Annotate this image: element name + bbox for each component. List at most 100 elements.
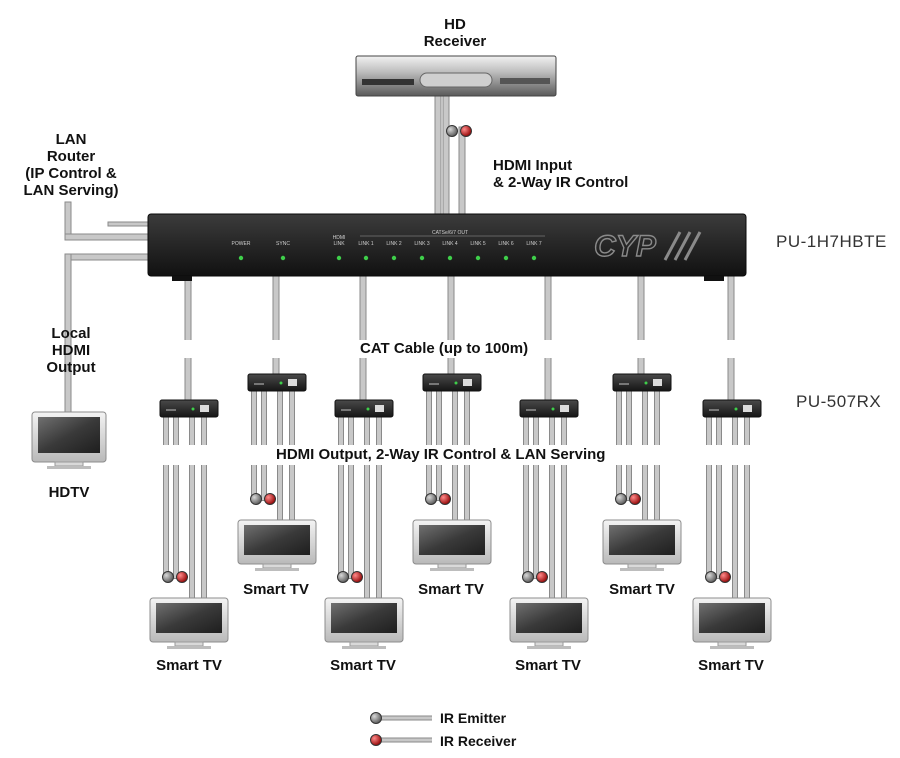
legend-ir-receiver-icon xyxy=(370,734,382,746)
tv-base xyxy=(527,646,571,649)
receiver-device-5 xyxy=(519,399,579,418)
panel-led-3 xyxy=(336,255,342,261)
receiver-led xyxy=(644,381,648,385)
receiver-label-mark xyxy=(429,383,439,385)
hdmi-input-label: HDMI Input & 2-Way IR Control xyxy=(493,157,629,191)
hdmi-output-band-label: HDMI Output, 2-Way IR Control & LAN Serv… xyxy=(272,446,610,463)
legend xyxy=(370,712,432,746)
smart-tv-label-5: Smart TV xyxy=(515,657,581,674)
tv-base xyxy=(710,646,754,649)
tv-stand xyxy=(437,563,467,569)
receiver-device-4 xyxy=(422,373,482,392)
panel-link-label-6: LINK 6 xyxy=(498,241,514,247)
logo-slash-3 xyxy=(683,231,702,261)
tv-base xyxy=(430,568,474,571)
receiver-body xyxy=(247,373,307,392)
receiver-label-mark xyxy=(526,409,536,411)
receiver-body xyxy=(334,399,394,418)
hd-receiver-slot xyxy=(362,79,414,85)
panel-led-5 xyxy=(391,255,397,261)
receiver-led xyxy=(734,407,738,411)
tv-stand xyxy=(54,461,84,467)
receiver-device-1 xyxy=(159,399,219,418)
tv-stand xyxy=(717,641,747,647)
transmitter-body xyxy=(147,213,747,277)
hd-receiver-buttons xyxy=(500,78,550,84)
tv-screen xyxy=(244,525,310,555)
tv-screen xyxy=(516,603,582,633)
rj45-port xyxy=(463,379,472,386)
panel-link-label-3: LINK 3 xyxy=(414,241,430,247)
transmitter-model-label: PU-1H7HBTE xyxy=(776,232,887,251)
panel-led-1 xyxy=(238,255,244,261)
tv-screen xyxy=(331,603,397,633)
smart-tv-label-2: Smart TV xyxy=(243,581,309,598)
receiver-device-7 xyxy=(702,399,762,418)
smart-tv-label-1: Smart TV xyxy=(156,657,222,674)
panel-led-6 xyxy=(419,255,425,261)
panel-link-label-4: LINK 4 xyxy=(442,241,458,247)
ir-emitter-4 xyxy=(425,493,437,505)
receiver-body xyxy=(612,373,672,392)
panel-link-label-7: LINK 7 xyxy=(526,241,542,247)
tv-screen xyxy=(699,603,765,633)
receiver-led xyxy=(191,407,195,411)
receiver-body xyxy=(422,373,482,392)
ir-receiver-6 xyxy=(629,493,641,505)
smart-tv-label-6: Smart TV xyxy=(609,581,675,598)
receiver-label-mark xyxy=(619,383,629,385)
receiver-label-mark xyxy=(254,383,264,385)
rj45-port xyxy=(288,379,297,386)
hd-receiver-device xyxy=(355,55,557,97)
receiver-led xyxy=(454,381,458,385)
ir-receiver-3 xyxy=(351,571,363,583)
smart-tv-label-3: Smart TV xyxy=(330,657,396,674)
tv-base xyxy=(255,568,299,571)
rj45-port xyxy=(560,405,569,412)
receiver-label-mark xyxy=(341,409,351,411)
local-hdmi-output-label: Local HDMI Output xyxy=(46,325,96,376)
receiver-device-6 xyxy=(612,373,672,392)
transmitter-foot-left xyxy=(172,276,192,281)
panel-led-10 xyxy=(531,255,537,261)
panel-link-label-2: LINK 2 xyxy=(386,241,402,247)
tv-screen xyxy=(609,525,675,555)
ir-emitter-1 xyxy=(162,571,174,583)
receiver-body xyxy=(519,399,579,418)
legend-ir-emitter-icon xyxy=(370,712,382,724)
panel-led-7 xyxy=(447,255,453,261)
logo-slash-1 xyxy=(663,231,682,261)
ir-receiver-1 xyxy=(176,571,188,583)
panel-led-9 xyxy=(503,255,509,261)
rj45-port xyxy=(743,405,752,412)
hd-receiver-label: HD Receiver xyxy=(423,16,487,50)
tv-base xyxy=(342,646,386,649)
ir-emitter-7 xyxy=(705,571,717,583)
receiver-body xyxy=(159,399,219,418)
tv-stand xyxy=(349,641,379,647)
tv-stand xyxy=(174,641,204,647)
tv-screen xyxy=(419,525,485,555)
lan-router-label: LAN Router (IP Control & LAN Serving) xyxy=(23,131,119,199)
hd-receiver-display xyxy=(419,72,493,88)
receiver-model-label: PU-507RX xyxy=(796,392,882,411)
receiver-body xyxy=(702,399,762,418)
ir-receiver-2 xyxy=(264,493,276,505)
panel-led-2 xyxy=(280,255,286,261)
ir-emitter-6 xyxy=(615,493,627,505)
tv-screen xyxy=(38,417,100,453)
ir-receiver-hd-receiver xyxy=(460,125,472,137)
smart-tv-5 xyxy=(509,597,589,649)
ir-receiver-4 xyxy=(439,493,451,505)
rj45-port xyxy=(653,379,662,386)
receiver-led xyxy=(366,407,370,411)
tv-screen xyxy=(156,603,222,633)
smart-tv-6 xyxy=(602,519,682,571)
ir-emitter-3 xyxy=(337,571,349,583)
tv-base xyxy=(47,466,91,469)
cat-cable-label: CAT Cable (up to 100m) xyxy=(356,340,533,357)
smart-tv-1 xyxy=(149,597,229,649)
